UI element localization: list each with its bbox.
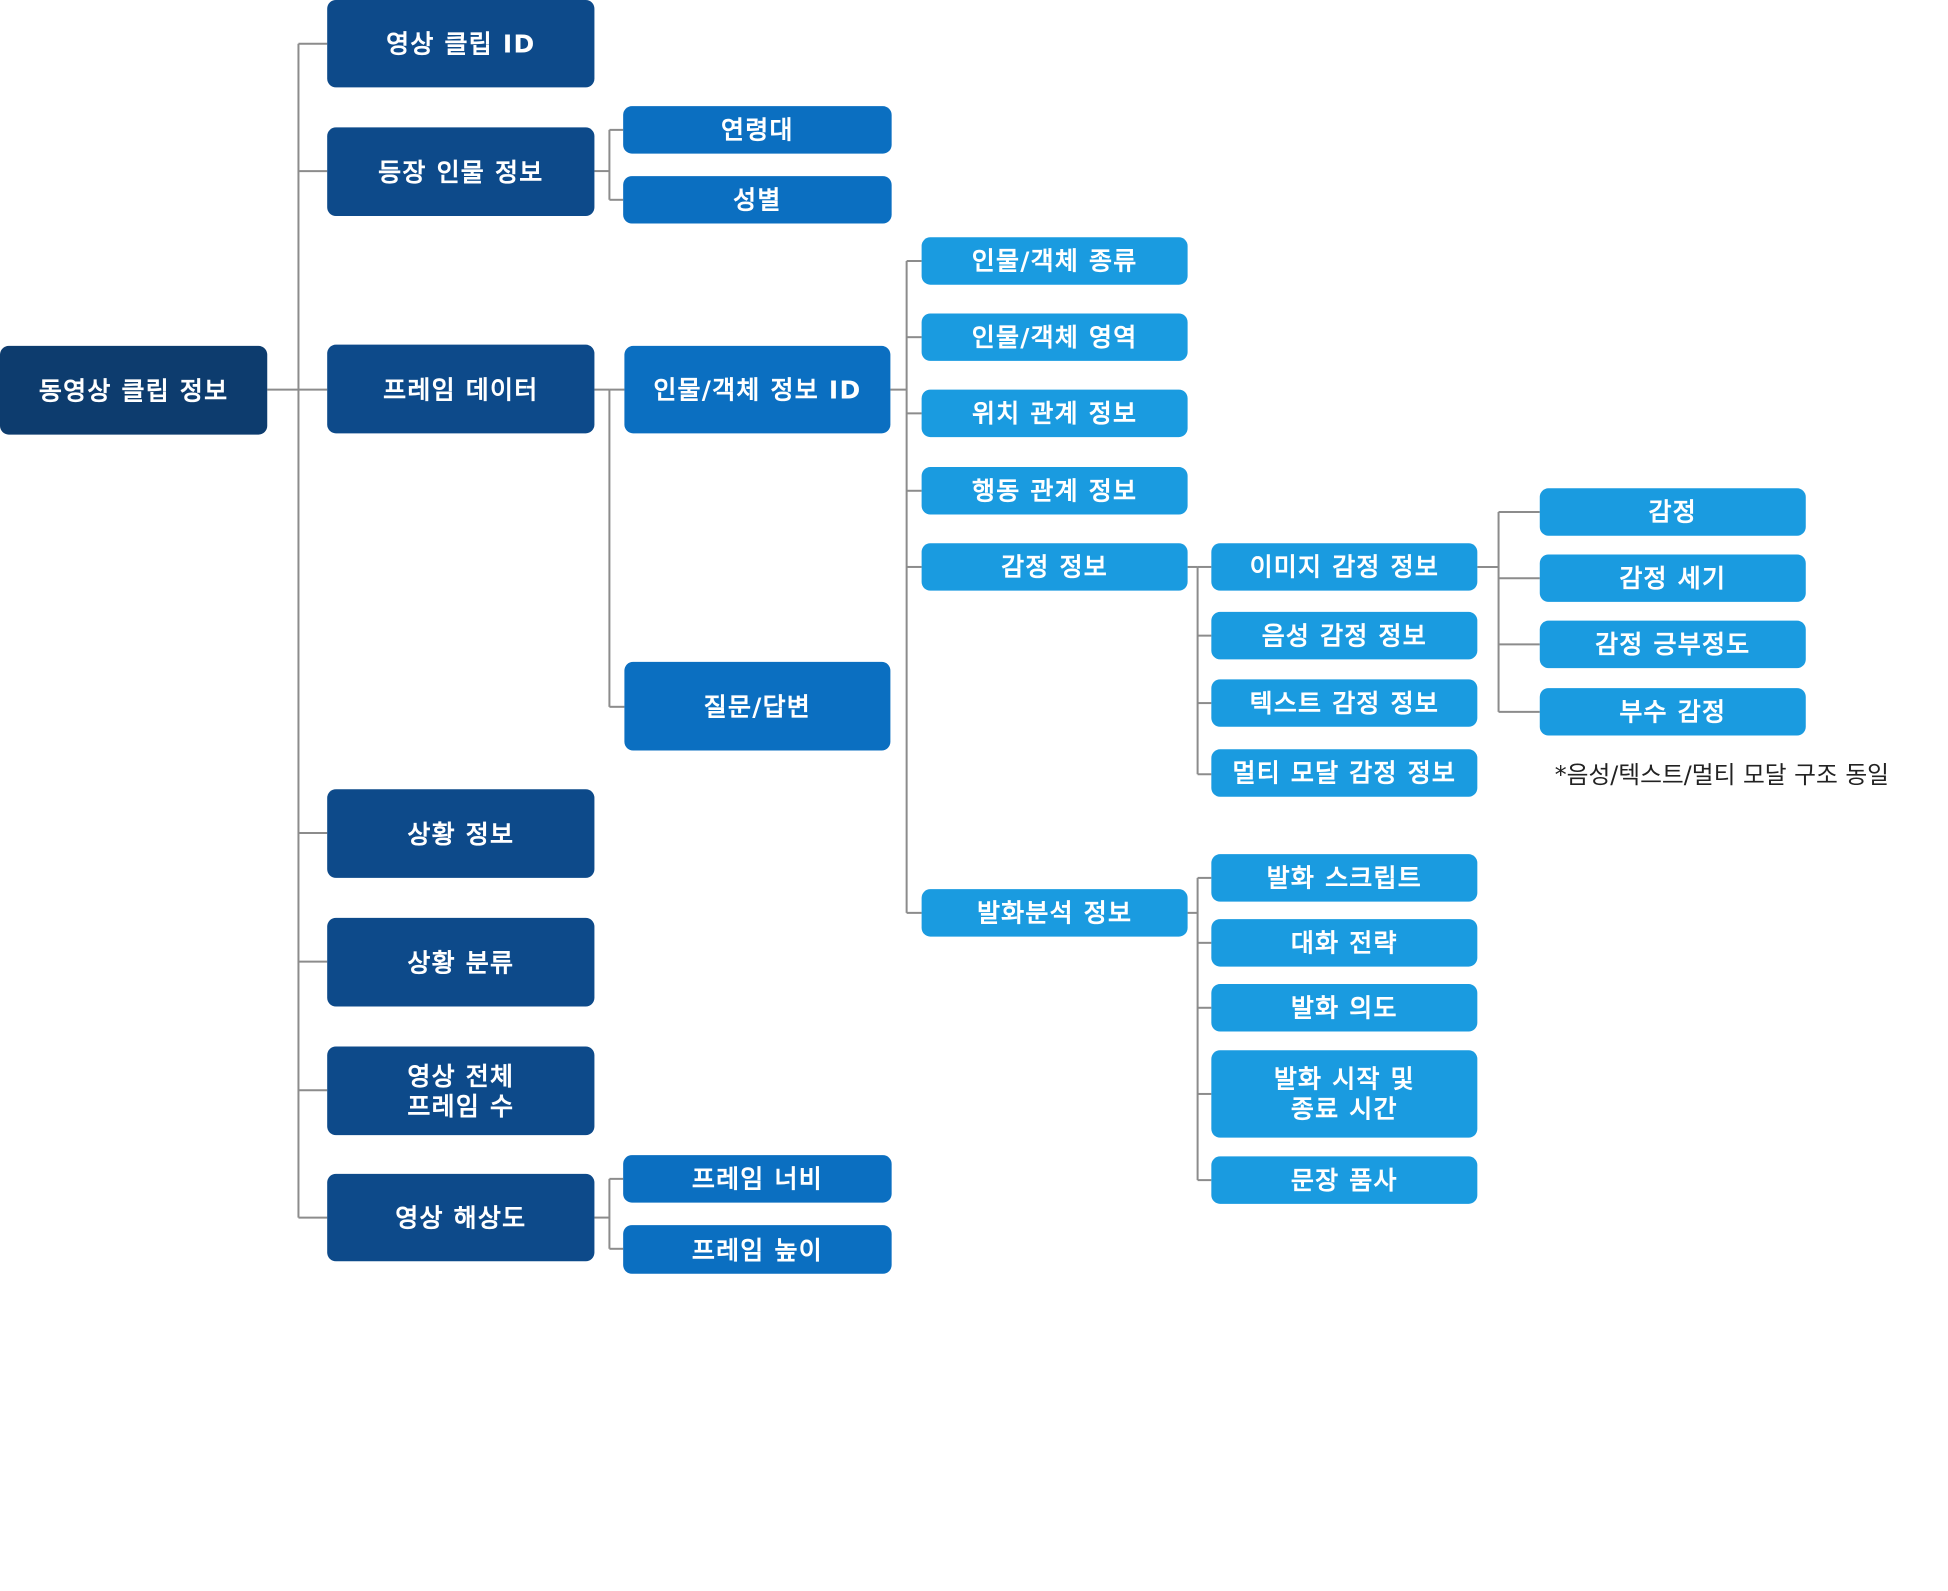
node-frame-data: 프레임 데이터 <box>327 344 595 434</box>
node-object-type: 인물/객체 종류 <box>921 237 1188 285</box>
node-utterance-info: 발화분석 정보 <box>921 889 1188 937</box>
node-character-info: 등장 인물 정보 <box>327 127 595 217</box>
node-emotion-polarity: 감정 긍부정도 <box>1539 620 1806 669</box>
node-utterance-intent: 발화 의도 <box>1211 984 1478 1032</box>
node-qa: 질문/답변 <box>624 661 891 751</box>
node-emotion-intensity: 감정 세기 <box>1539 554 1806 602</box>
node-utterance-time: 발화 시작 및 종료 시간 <box>1211 1050 1478 1138</box>
node-clip-id: 영상 클립 ID <box>327 0 595 88</box>
node-utterance-script: 발화 스크립트 <box>1211 854 1478 902</box>
node-dialogue-strategy: 대화 전략 <box>1211 919 1478 967</box>
node-situation-info: 상황 정보 <box>327 789 595 878</box>
connector-lines <box>267 42 1540 1250</box>
node-gender: 성별 <box>623 176 892 224</box>
node-total-frames: 영상 전체 프레임 수 <box>327 1046 595 1136</box>
structure-note: *음성/텍스트/멀티 모달 구조 동일 <box>1554 761 1890 790</box>
node-sentence-pos: 문장 품사 <box>1211 1156 1478 1204</box>
node-emotion-info: 감정 정보 <box>921 543 1188 591</box>
node-image-emotion: 이미지 감정 정보 <box>1211 543 1478 591</box>
node-situation-class: 상황 분류 <box>327 917 595 1007</box>
node-emotion: 감정 <box>1539 488 1806 536</box>
node-text-emotion: 텍스트 감정 정보 <box>1211 679 1478 727</box>
node-frame-width: 프레임 너비 <box>623 1155 892 1203</box>
node-video-clip-info: 동영상 클립 정보 <box>0 345 268 435</box>
node-object-info-id: 인물/객체 정보 ID <box>624 345 891 434</box>
node-position-relation: 위치 관계 정보 <box>921 389 1188 438</box>
node-action-relation: 행동 관계 정보 <box>921 467 1188 515</box>
node-sub-emotion: 부수 감정 <box>1539 688 1806 736</box>
node-object-region: 인물/객체 영역 <box>921 313 1188 361</box>
node-voice-emotion: 음성 감정 정보 <box>1211 611 1478 660</box>
node-age-group: 연령대 <box>623 106 892 154</box>
node-frame-height: 프레임 높이 <box>623 1225 892 1274</box>
node-resolution: 영상 해상도 <box>327 1173 595 1262</box>
node-multimodal-emotion: 멀티 모달 감정 정보 <box>1211 749 1478 797</box>
